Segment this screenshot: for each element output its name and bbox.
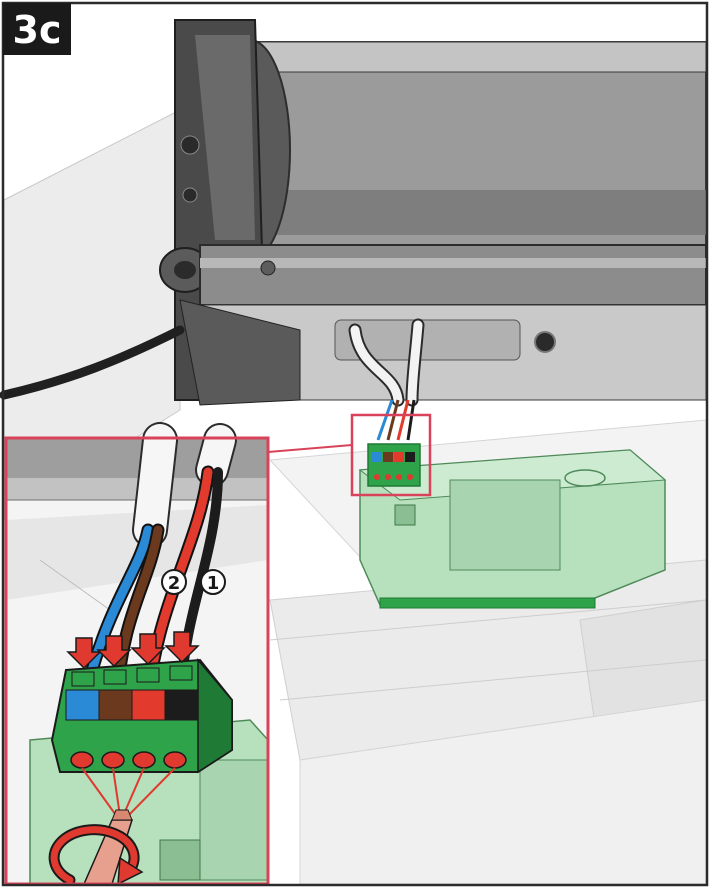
bottom-rail <box>179 244 707 406</box>
detail-inset: 2 1 <box>6 422 269 886</box>
callout-2-label: 2 <box>168 573 181 594</box>
guide-lines <box>81 767 176 819</box>
release-buttons <box>70 751 187 769</box>
callout-2: 2 <box>161 569 187 595</box>
callout-1-label: 1 <box>207 573 220 594</box>
detail-connector-line <box>267 444 353 453</box>
terminal-block-small <box>367 443 421 487</box>
rotate-arrow-icon <box>48 824 144 886</box>
detail-highlight-box <box>350 413 432 497</box>
step-badge: 3c <box>3 3 71 55</box>
step-label: 3c <box>13 8 62 52</box>
motor-tube <box>209 39 707 261</box>
motor-cables <box>348 318 425 441</box>
power-cable <box>0 325 185 400</box>
receiver-housing <box>358 449 667 609</box>
callout-1: 1 <box>200 569 226 595</box>
down-arrow-icon <box>66 631 200 670</box>
